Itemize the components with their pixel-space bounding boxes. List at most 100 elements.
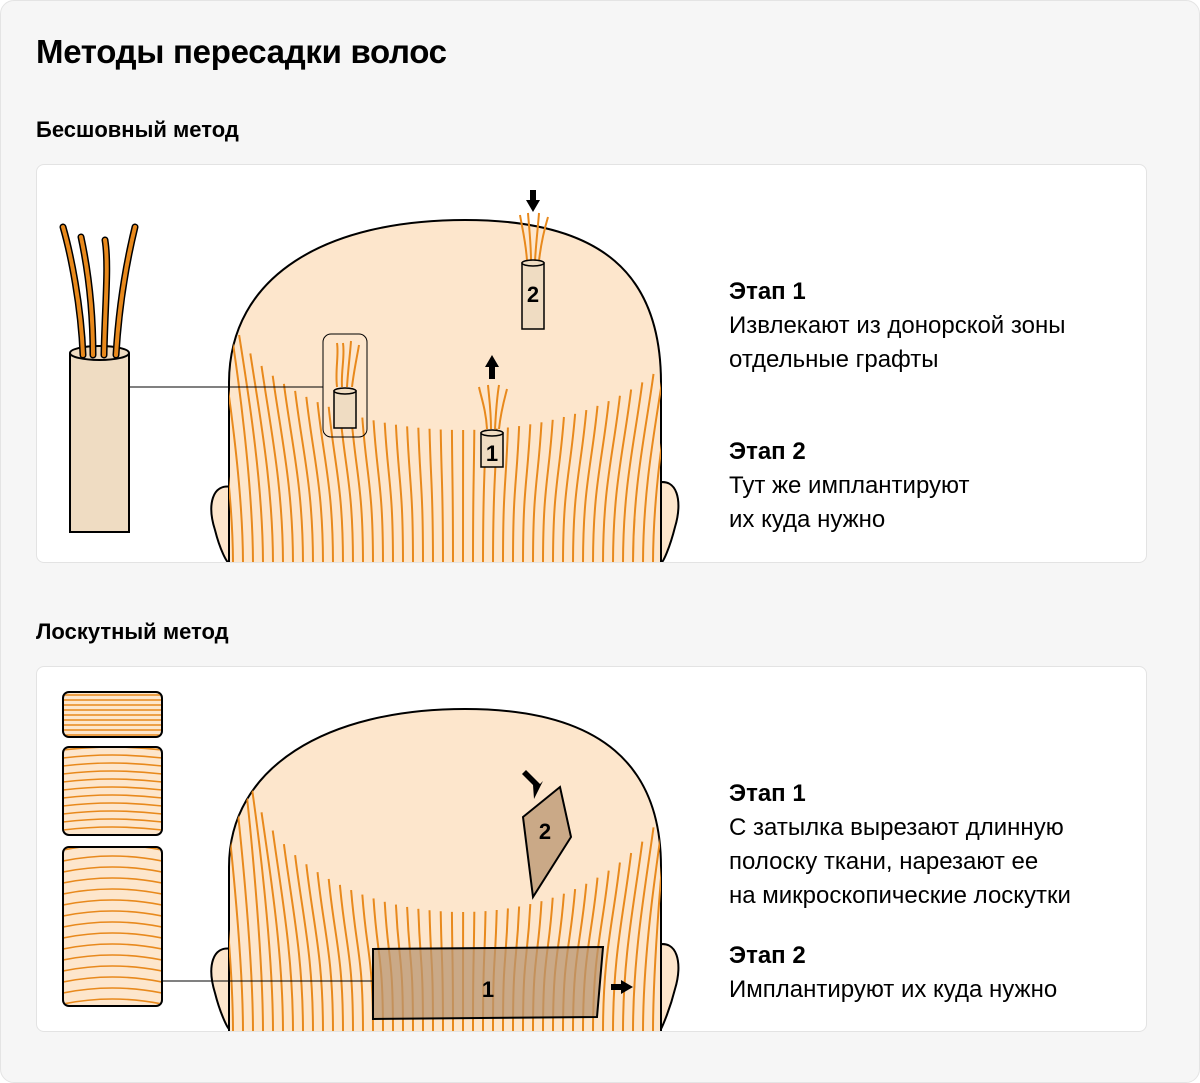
hair-strand [316,402,334,562]
hair-strand [592,401,610,562]
left-ear-icon [210,485,234,562]
hair-strand [229,317,244,562]
tissue-line [64,910,161,917]
step-label: Этап 1 [729,278,806,305]
graft-closeup-icon [59,223,139,533]
tissue-line [64,818,161,823]
tissue-line [64,954,161,961]
hair-strand [372,420,384,562]
step-label: Этап 2 [729,438,806,465]
tissue-swatch-lines [64,848,161,1005]
flap-step-1: Этап 1 С затылка вырезают длинную полоск… [729,777,1071,913]
hair-strand [642,363,661,562]
hair-strand [406,426,414,562]
hair-strand [532,422,543,562]
hair-strand [542,419,554,562]
hair-strand [229,736,234,1031]
hair-strand [652,350,661,562]
seamless-method-card: 1 2 Этап 1 Извлекают из донорской зоны о… [36,164,1147,563]
tissue-line [64,786,161,791]
hair-strand [522,424,532,562]
hair-strand [271,830,294,1031]
hair-strand [428,428,434,562]
arrow-down-icon [526,190,540,212]
step-text: С затылка вырезают длинную полоску ткани… [729,814,1071,909]
hair-strand [282,383,304,562]
right-ear-icon [655,481,680,562]
hair-strand [394,424,404,562]
tissue-swatch-lines [64,694,161,736]
flap-step-2: Этап 2 Имплантируют их куда нужно [729,939,1057,1007]
hair-strand [472,429,476,562]
flap-method-card: 1 2 Этап 1 С за [36,666,1147,1032]
donor-strip-icon [372,945,605,1021]
tissue-line [64,802,161,807]
hair-strand [305,864,324,1031]
hair-strand [383,422,394,562]
arrow-up-icon [485,355,499,379]
graft-extraction-icon [478,384,508,468]
hair-strand [260,365,284,562]
graft-icon [333,340,360,429]
implanted-patch-icon [521,785,573,900]
seamless-step-2: Этап 2 Тут же имплантируют их куда нужно [729,435,970,537]
hair-strand [562,413,577,562]
selection-frame [322,333,368,438]
hair-strand [652,736,661,1031]
hair-strand [229,323,234,562]
tissue-line [64,888,161,895]
right-ear-icon [655,943,680,1031]
tissue-swatch-lines [64,748,161,831]
hair-strand [327,406,344,562]
hair-strand [327,878,344,1031]
tissue-line [64,855,161,862]
tissue-line [64,943,161,950]
hair-strand [439,429,444,562]
hair-lines-icon [229,311,661,562]
hair-strand [294,390,314,562]
tissue-line [64,998,161,1005]
hair-strand [502,427,509,562]
hair-strand [572,410,588,562]
hair-strand [582,405,599,562]
seamless-step-1: Этап 1 Извлекают из донорской зоны отдел… [729,275,1065,377]
graft-marker-2: 2 [527,282,539,307]
arrow-right-icon [611,980,633,994]
hair-strand [338,410,354,562]
hair-strand [350,889,364,1031]
graft-marker-1: 1 [486,441,498,466]
hair-strand [602,862,621,1031]
left-ear-icon [210,947,234,1031]
hair-strand [632,373,655,562]
hair-strand [552,416,565,562]
tissue-line [64,826,161,831]
tissue-line [64,748,161,751]
hair-strand [632,827,655,1031]
hair-strand [612,389,633,562]
arrow-down-right-icon [522,770,543,799]
hair-strand [512,426,521,562]
tissue-line [64,932,161,939]
tissue-line [64,794,161,799]
hair-strand [622,841,644,1031]
step-text: Извлекают из донорской зоны отдельные гр… [729,312,1066,373]
hair-strand [249,777,274,1031]
tissue-line [64,754,161,759]
tissue-line [64,866,161,873]
hair-strand [238,334,264,562]
section-title-seamless: Бесшовный метод [36,117,239,142]
tissue-line [64,921,161,928]
hair-strand [282,843,304,1031]
tissue-line [64,762,161,767]
tissue-line [64,848,161,851]
graft-implant-icon [519,212,549,330]
tissue-line [64,965,161,972]
flap-method-illustration: 1 2 [62,691,680,1031]
hair-strand [361,417,374,562]
hair-strand [642,807,661,1031]
step-text: Тут же имплантируют их куда нужно [729,472,970,533]
hair-strand [271,375,294,562]
patch-marker-2: 2 [539,819,551,844]
hair-strand [260,812,284,1031]
